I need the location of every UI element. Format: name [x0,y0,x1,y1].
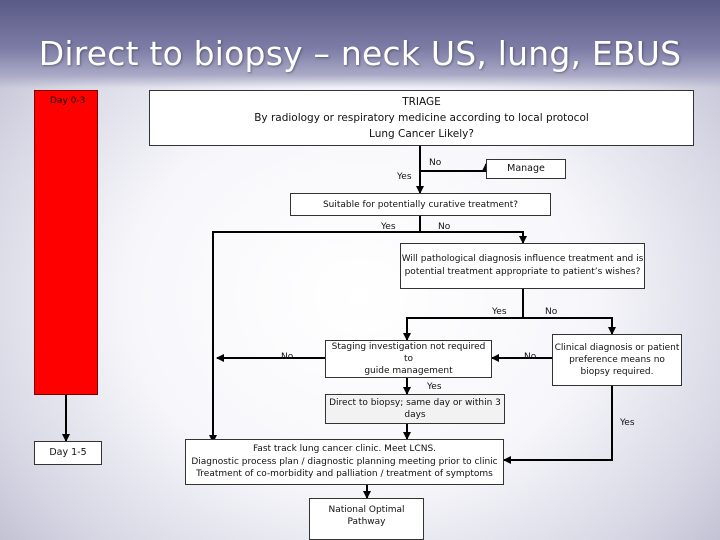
manage-text: Manage [507,163,545,174]
staging-line2: guide management [364,366,453,376]
manage-box: Manage [486,159,566,179]
label-staging-no: No [281,352,294,362]
suitable-box: Suitable for potentially curative treatm… [290,193,551,216]
suitable-text: Suitable for potentially curative treatm… [322,199,519,210]
slide-title: Direct to biopsy – neck US, lung, EBUS [38,34,682,73]
direct-line2: days [404,410,426,420]
direct-biopsy-box: Direct to biopsy; same day or within 3 d… [325,394,505,424]
triage-box: TRIAGE By radiology or respiratory medic… [149,90,694,146]
national-line2: Pathway [347,517,386,527]
edge-path-no [523,317,616,335]
edge-clinical-yes [503,386,613,464]
clinical-box: Clinical diagnosis or patient preference… [552,334,682,386]
triage-heading: TRIAGE [402,96,441,108]
label-triage-yes: Yes [397,172,412,182]
label-staging-yes: Yes [427,382,442,392]
fasttrack-line2: Diagnostic process plan / diagnostic pla… [191,456,498,467]
label-suitable-yes: Yes [381,222,396,232]
fasttrack-line1: Fast track lung cancer clinic. Meet LCNS… [252,444,437,455]
label-suitable-no: No [438,222,451,232]
label-clinical-no: No [524,352,537,362]
fast-track-box: Fast track lung cancer clinic. Meet LCNS… [185,439,504,485]
edge-suitable-no [420,231,527,244]
label-path-yes: Yes [492,307,507,317]
pathological-line2: potential treatment appropriate to patie… [404,267,641,277]
staging-line1: Staging investigation not required to [331,342,486,364]
edge-suitable-yes [209,216,421,443]
clinical-line3: biopsy required. [580,367,654,377]
pathological-box: Will pathological diagnosis influence tr… [400,243,645,289]
day-end-box: Day 1-5 [34,441,102,465]
label-path-no: No [545,307,558,317]
pathological-line1: Will pathological diagnosis influence tr… [401,254,644,264]
edge-path-yes [403,289,524,341]
staging-box: Staging investigation not required to gu… [325,340,492,378]
label-triage-no: No [429,158,442,168]
label-clinical-yes: Yes [620,418,635,428]
national-pathway-box: National Optimal Pathway [309,498,424,540]
triage-question: Lung Cancer Likely? [369,128,474,140]
title-band [0,0,720,88]
clinical-line2: preference means no [569,355,665,365]
day-start-label: Day 0-3 [50,96,86,106]
direct-line1: Direct to biopsy; same day or within 3 [329,398,501,408]
national-line1: National Optimal [328,505,405,515]
triage-text: By radiology or respiratory medicine acc… [254,112,589,124]
fasttrack-line3: Treatment of co-morbidity and palliation… [196,469,493,480]
timeline-bar [34,90,98,395]
clinical-line1: Clinical diagnosis or patient [554,343,680,353]
day-end-label: Day 1-5 [49,447,87,458]
